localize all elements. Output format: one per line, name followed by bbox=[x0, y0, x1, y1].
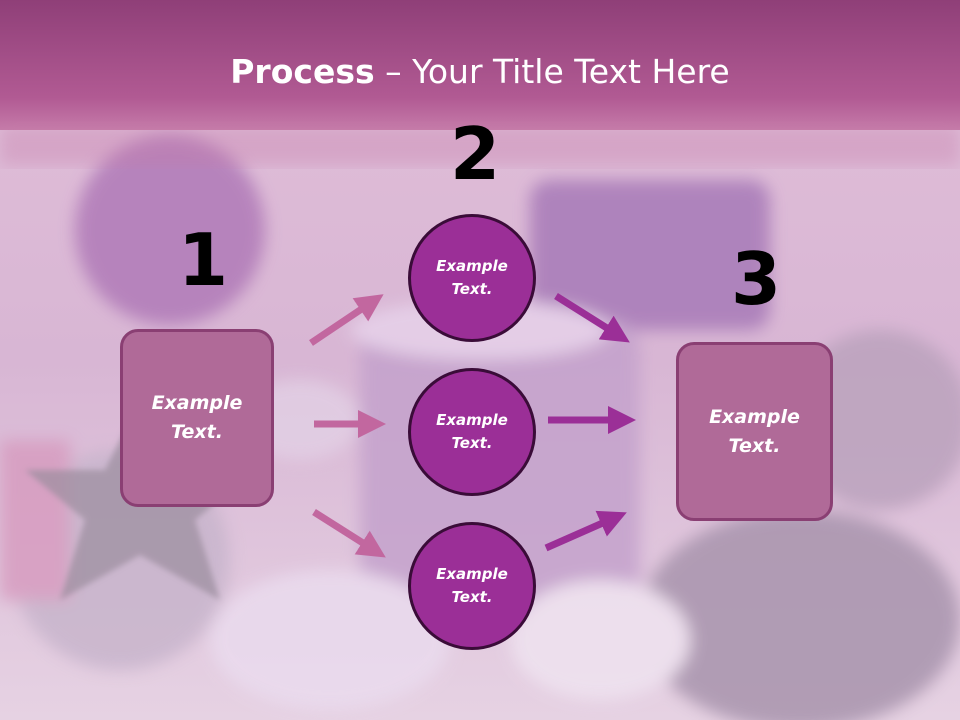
circle-middle-text: Example Text. bbox=[436, 411, 508, 452]
arrow-to-circle-bottom bbox=[312, 509, 386, 558]
step-3-text: Example Text. bbox=[709, 405, 800, 457]
step-1-text: Example Text. bbox=[151, 392, 243, 443]
title-rest: – Your Title Text Here bbox=[374, 52, 730, 91]
title-bold: Process bbox=[230, 52, 375, 91]
step-number-1: 1 bbox=[178, 218, 229, 302]
step-number-2: 2 bbox=[450, 112, 501, 196]
circle-bottom-text: Example Text. bbox=[436, 565, 508, 606]
arrow-from-circle-top bbox=[554, 293, 630, 343]
step-2-circle-top[interactable]: Example Text. bbox=[408, 214, 536, 342]
arrow-from-circle-bottom bbox=[544, 510, 627, 552]
step-2-circle-bottom[interactable]: Example Text. bbox=[408, 522, 536, 650]
step-3-box[interactable]: Example Text. bbox=[676, 342, 833, 521]
circle-top-text: Example Text. bbox=[436, 257, 508, 298]
step-2-circle-middle[interactable]: Example Text. bbox=[408, 368, 536, 496]
arrow-to-circle-top bbox=[309, 294, 384, 346]
step-1-box[interactable]: Example Text. bbox=[120, 329, 274, 507]
slide-title: Process – Your Title Text Here bbox=[0, 52, 960, 91]
step-number-3: 3 bbox=[731, 237, 782, 321]
